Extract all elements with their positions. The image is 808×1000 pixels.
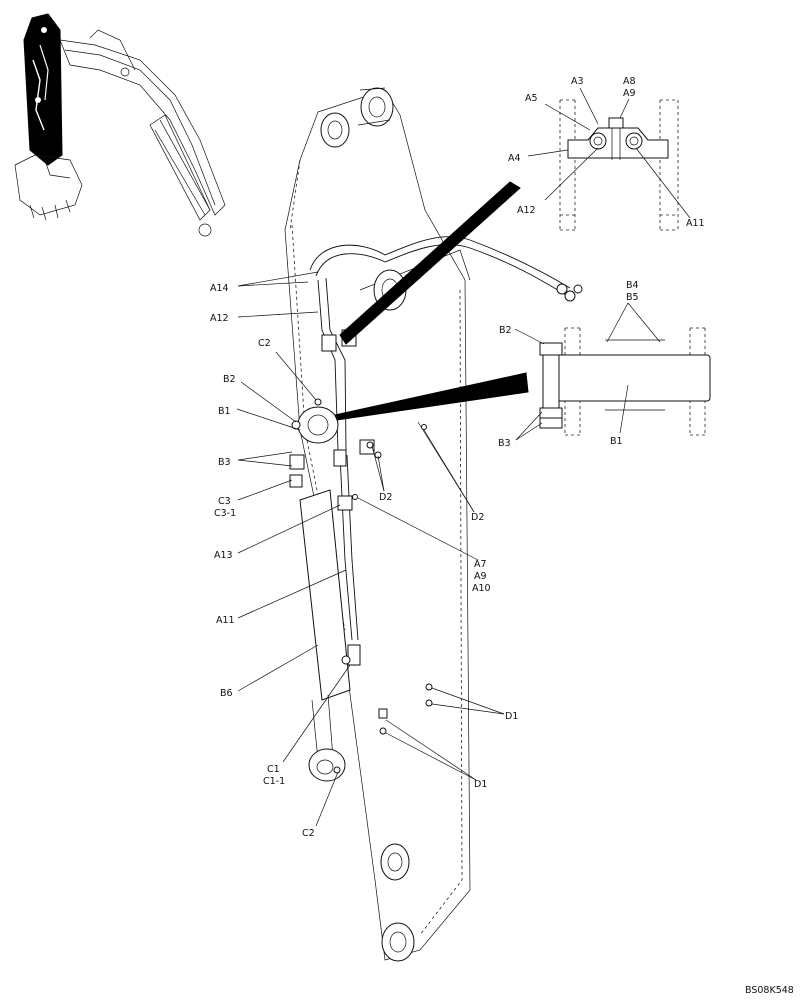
label-a14: A14	[210, 283, 229, 294]
drawing-code: BS08K548	[745, 985, 794, 996]
label-c1: C1	[267, 764, 280, 775]
hydraulic-hoses	[309, 236, 583, 666]
label-a9-top: A9	[623, 88, 636, 99]
leader-lines	[236, 87, 691, 827]
label-b3: B3	[218, 457, 231, 468]
label-c3: C3	[218, 496, 231, 507]
arm-cylinder	[289, 398, 351, 782]
label-d2-a: D2	[379, 492, 392, 503]
label-b3-detail: B3	[498, 438, 511, 449]
label-c2-bottom: C2	[302, 828, 315, 839]
label-a7: A7	[474, 559, 487, 570]
label-a4: A4	[508, 153, 521, 164]
label-a11-detail: A11	[686, 218, 705, 229]
label-a12-detail: A12	[517, 205, 536, 216]
label-a3: A3	[571, 76, 584, 87]
label-a10: A10	[472, 583, 491, 594]
label-a13: A13	[214, 550, 233, 561]
label-b4: B4	[626, 280, 639, 291]
detail-callout-wedge-mid	[334, 372, 529, 421]
label-d1-a: D1	[505, 711, 518, 722]
label-c3-1: C3-1	[214, 508, 236, 519]
label-b6: B6	[220, 688, 233, 699]
excavator-thumbnail	[14, 13, 226, 237]
label-a8: A8	[623, 76, 636, 87]
label-a11: A11	[216, 615, 235, 626]
label-b1: B1	[218, 406, 231, 417]
fasteners	[352, 424, 433, 735]
label-c1-1: C1-1	[263, 776, 285, 787]
label-a5: A5	[525, 93, 538, 104]
arm-structure	[284, 87, 471, 962]
label-a9: A9	[474, 571, 487, 582]
label-b5: B5	[626, 292, 639, 303]
label-d2-b: D2	[471, 512, 484, 523]
detail-callout-wedge-top	[339, 181, 521, 345]
part-labels: A3 A8 A9 A5 A4 A12 A11 A14 A12 C2 B2 B1 …	[210, 76, 794, 996]
label-c2-top: C2	[258, 338, 271, 349]
label-b2-detail: B2	[499, 325, 512, 336]
label-d1-b: D1	[474, 779, 487, 790]
pin-detail-view	[539, 327, 711, 436]
label-a12: A12	[210, 313, 229, 324]
label-b1-detail: B1	[610, 436, 623, 447]
clamp-detail-view	[559, 99, 679, 231]
label-b2: B2	[223, 374, 236, 385]
